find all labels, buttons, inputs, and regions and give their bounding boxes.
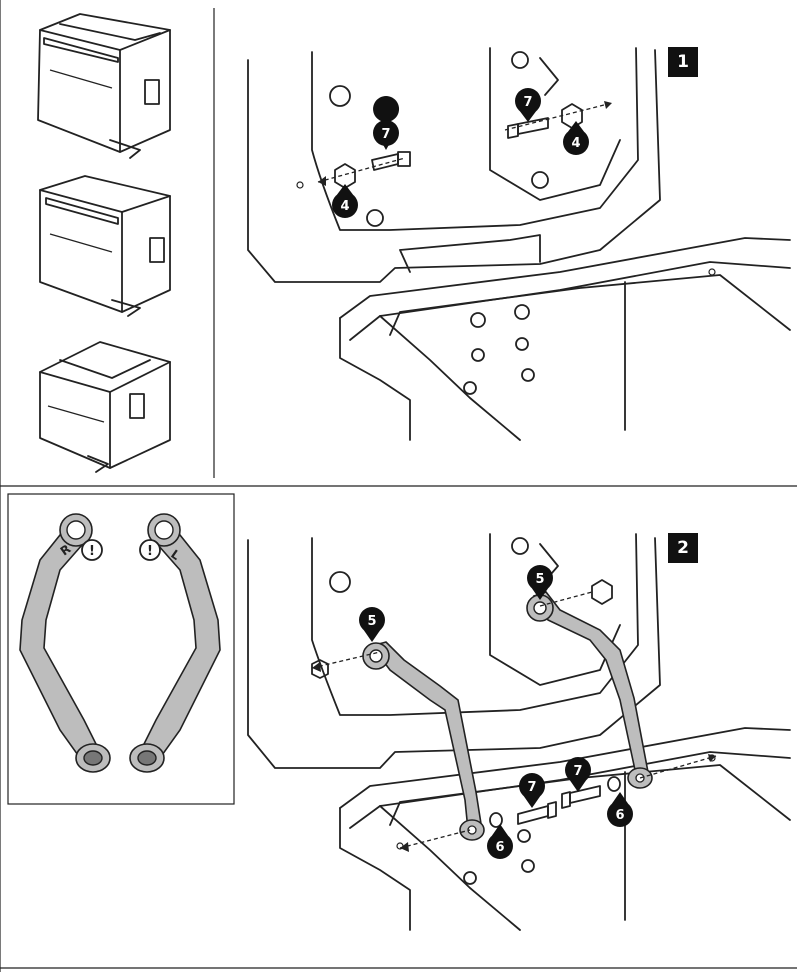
step-1-callouts: 7 4 7 4 — [332, 88, 589, 218]
step-badge-1: 1 — [668, 47, 698, 77]
step-1-illustration — [247, 47, 791, 441]
callout-bolt-7-left: 7 — [373, 96, 400, 150]
callout-nut-4-left: 4 — [332, 184, 358, 218]
callout-washer-6-left: 6 — [487, 824, 513, 859]
svg-text:!: ! — [89, 544, 95, 559]
callout-nut-4-right: 4 — [563, 121, 589, 155]
callout-bolt-7-right: 7 — [565, 757, 591, 792]
svg-text:5: 5 — [535, 572, 544, 587]
svg-text:5: 5 — [367, 614, 376, 629]
callout-bolt-7-right: 7 — [515, 88, 541, 122]
case-thumbnail-large — [37, 13, 171, 159]
bracket-detail-box: R L ! ! — [7, 493, 235, 805]
bracket-right: R — [19, 513, 111, 773]
warning-icon-right: ! — [81, 539, 103, 561]
svg-text:4: 4 — [340, 199, 349, 214]
callout-bracket-5-left: 5 — [359, 607, 385, 642]
svg-text:7: 7 — [527, 780, 536, 795]
svg-text:7: 7 — [573, 764, 582, 779]
svg-text:7: 7 — [381, 127, 390, 142]
callout-bracket-5-right: 5 — [527, 565, 553, 600]
svg-text:!: ! — [147, 544, 153, 559]
svg-text:6: 6 — [615, 808, 624, 823]
case-thumbnails — [37, 13, 171, 473]
case-thumbnail-medium — [39, 175, 171, 317]
step-badge-2: 2 — [668, 533, 698, 563]
callout-bolt-7-left: 7 — [519, 773, 545, 808]
bracket-left: L — [129, 513, 221, 773]
svg-text:6: 6 — [495, 840, 504, 855]
callout-washer-6-right: 6 — [607, 792, 633, 827]
svg-text:7: 7 — [523, 95, 532, 110]
case-thumbnail-small — [39, 341, 171, 473]
warning-icon-left: ! — [139, 539, 161, 561]
svg-text:4: 4 — [571, 136, 580, 151]
